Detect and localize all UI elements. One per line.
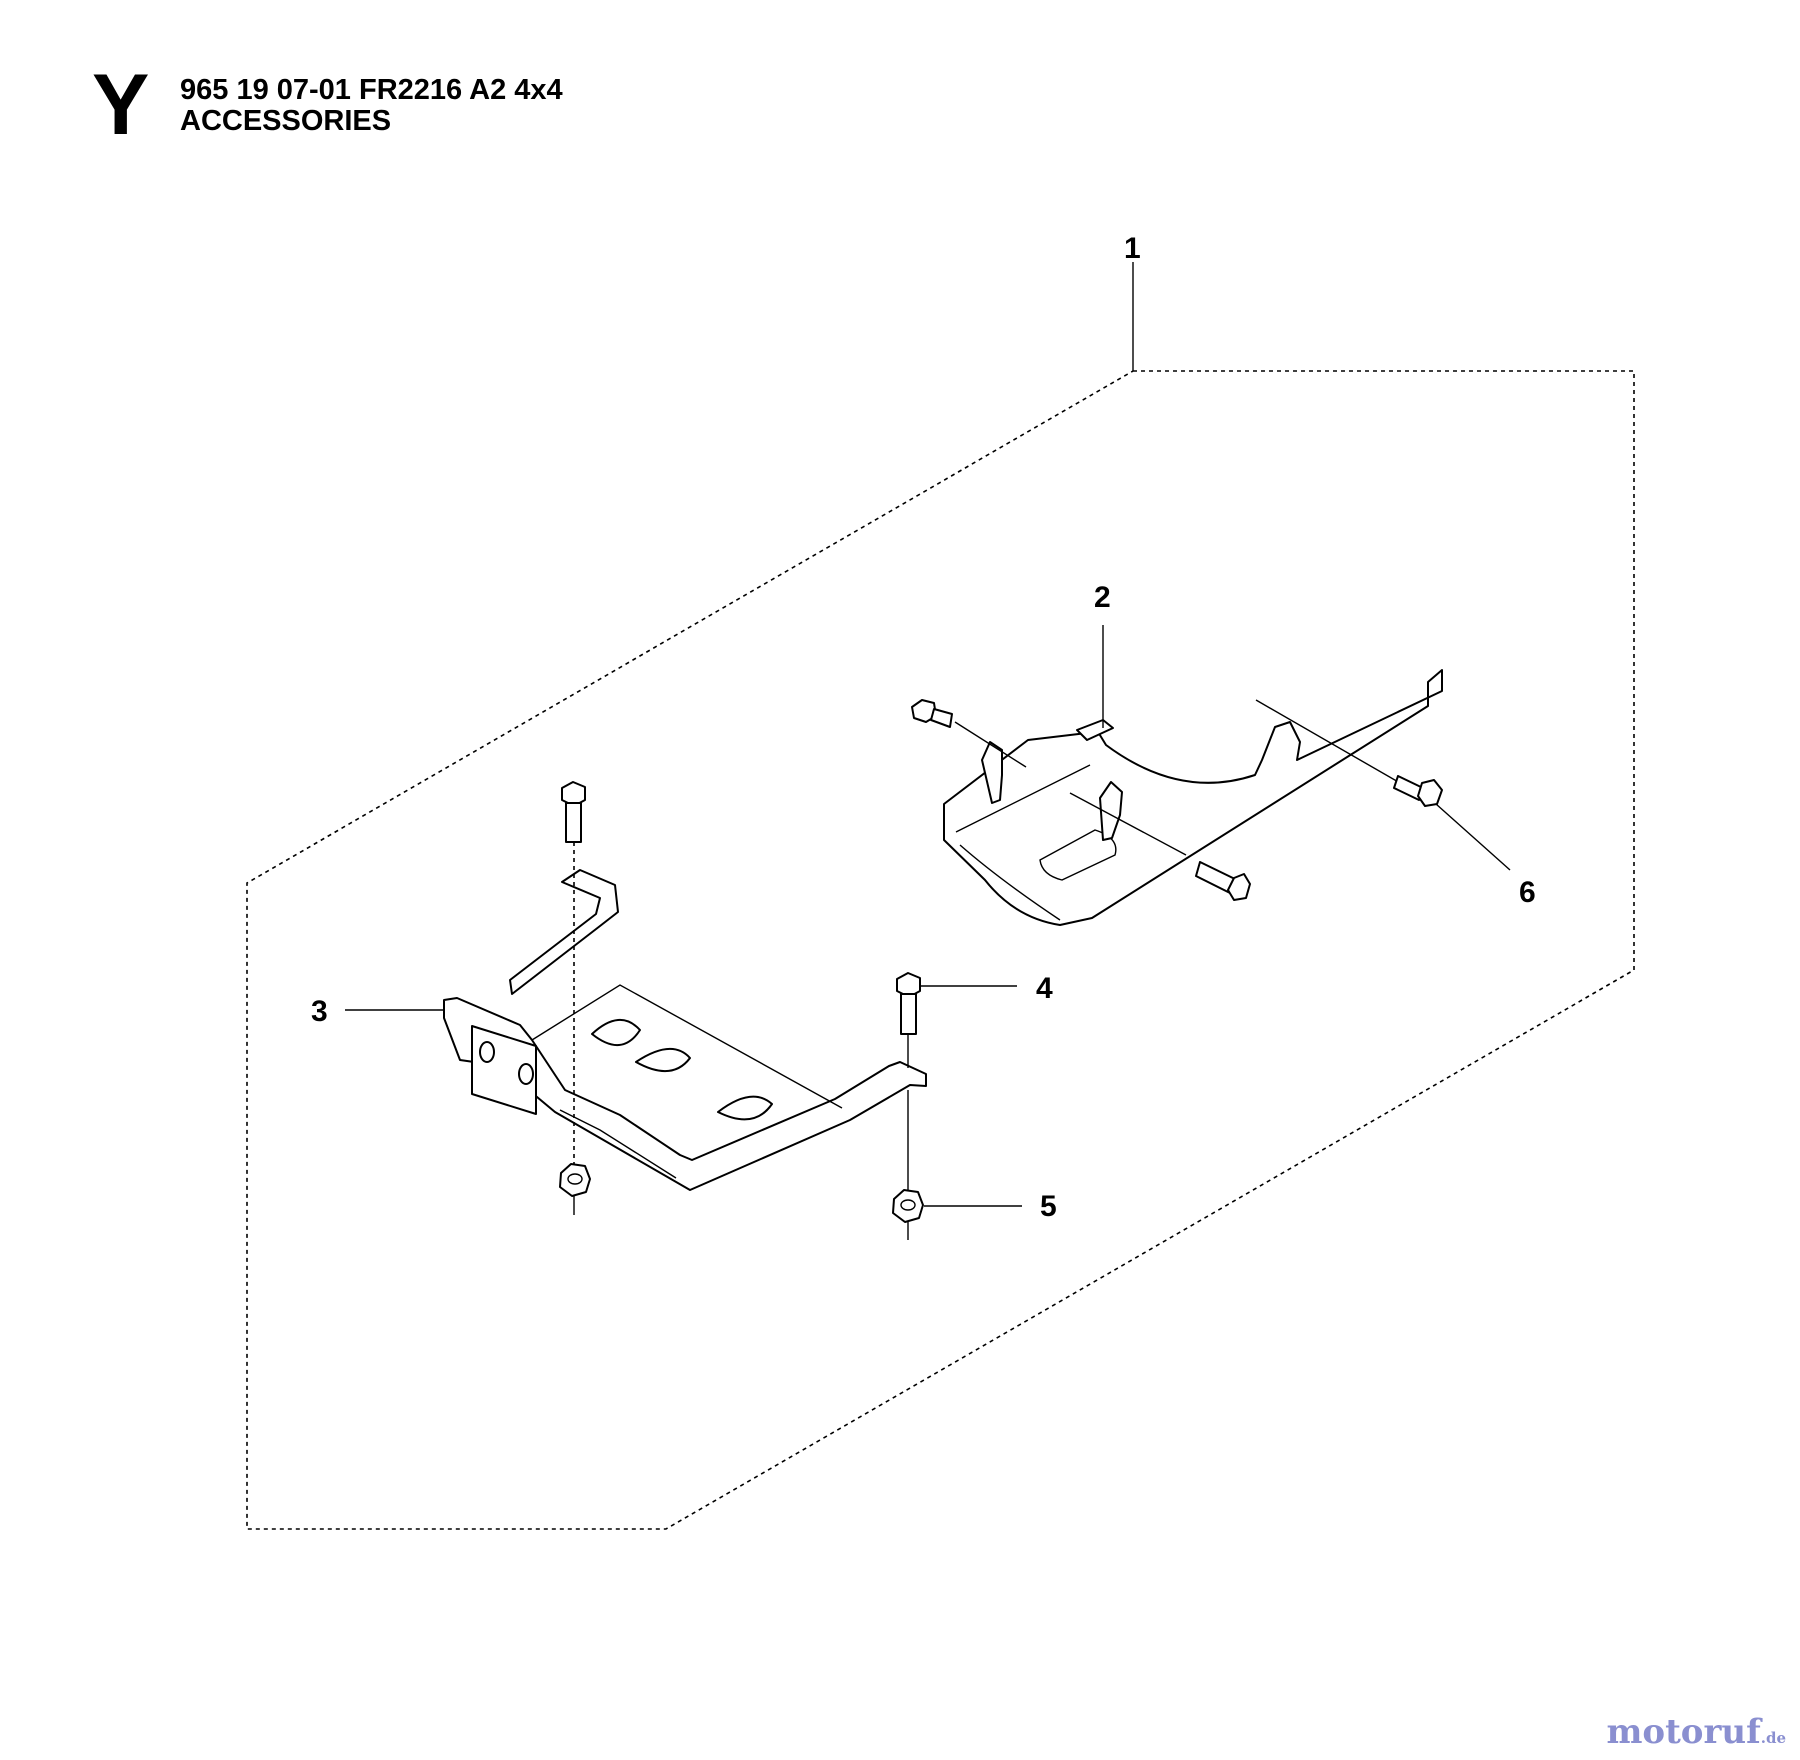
callout-4: 4 [1036,972,1053,1005]
section-letter: Y [92,57,150,153]
callout-5: 5 [1040,1190,1057,1223]
callout-3: 3 [311,995,328,1028]
watermark-suffix: .de [1760,1729,1786,1747]
bolt-upper-left [911,699,1027,768]
guard-plate [943,669,1443,926]
watermark-logo: motoruf.de [1606,1712,1786,1752]
page-title: ACCESSORIES [180,105,392,137]
front-plate [443,869,927,1191]
callout-6: 6 [1519,876,1536,909]
nut-right [892,1189,924,1223]
part-code: 965 19 07-01 FR2216 A2 4x4 [180,74,563,106]
bolt-left-vertical [561,781,586,1215]
leader-line-6 [1435,803,1511,871]
watermark-text: motoruf [1606,1712,1761,1752]
bolt-lower-middle [1069,792,1251,901]
nut-left [559,1163,591,1197]
callout-2: 2 [1094,581,1111,614]
bolt-right-vertical [896,972,921,1240]
kit-boundary [246,370,1635,1530]
callout-1: 1 [1124,232,1141,265]
